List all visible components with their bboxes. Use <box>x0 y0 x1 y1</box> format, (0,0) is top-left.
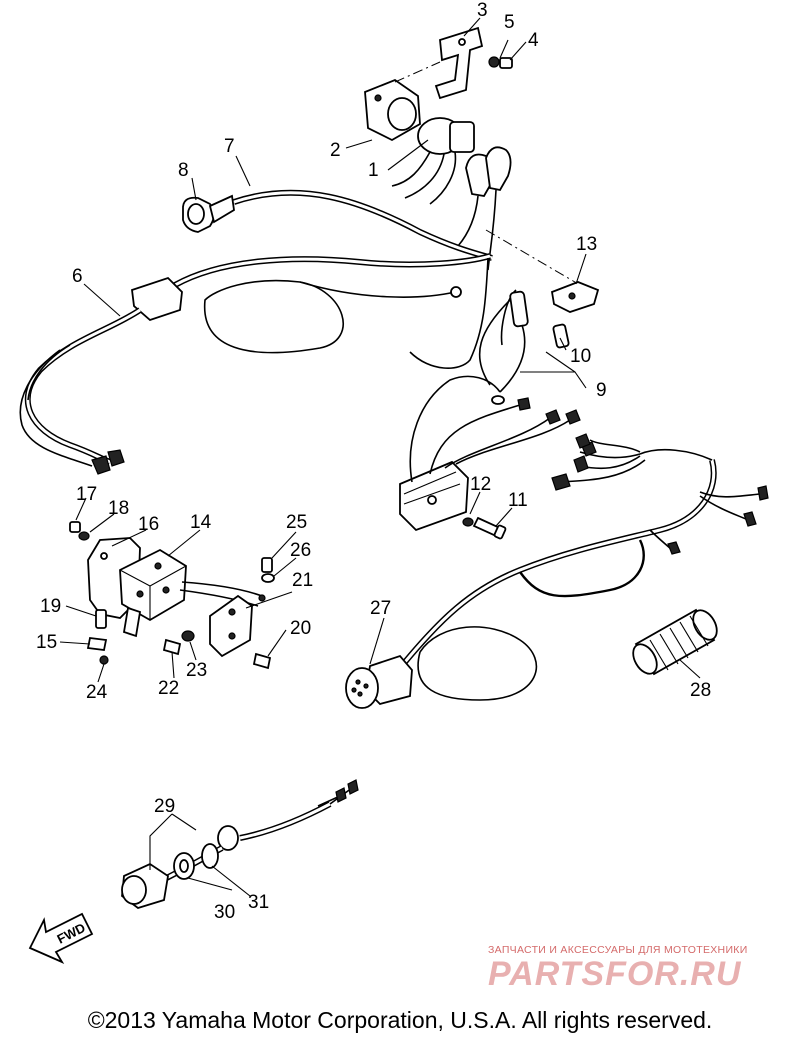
rectifier-regulator <box>399 375 581 532</box>
starter-relay-part-1 <box>391 117 475 205</box>
screw-part-11 <box>472 516 507 540</box>
bracket-part-3 <box>434 26 484 100</box>
clamp-part-8 <box>182 194 235 233</box>
washer-part-23 <box>181 630 195 642</box>
bolt-part-19 <box>95 609 107 629</box>
callout-15: 15 <box>36 632 57 653</box>
battery-cable-part-7 <box>233 189 493 261</box>
fwd-arrow-icon: FWD <box>28 912 94 964</box>
grommet-part-31 <box>201 843 219 869</box>
screw-part-17 <box>69 521 81 533</box>
callout-26: 26 <box>290 540 311 561</box>
callout-31: 31 <box>248 892 269 913</box>
callout-27: 27 <box>370 598 391 619</box>
callout-14: 14 <box>190 512 212 533</box>
callout-labels: 1 2 3 4 5 6 7 8 9 10 11 12 13 14 15 16 1… <box>36 0 711 923</box>
battery-cable-caps <box>457 146 512 271</box>
callout-12: 12 <box>470 474 491 495</box>
callout-6: 6 <box>72 266 83 287</box>
callout-7: 7 <box>224 136 235 157</box>
callout-23: 23 <box>186 660 207 681</box>
main-harness-part-27 <box>345 433 769 709</box>
callout-17: 17 <box>76 484 97 505</box>
callout-20: 20 <box>290 618 311 639</box>
screw-part-22 <box>162 638 182 656</box>
nut-part-30 <box>173 852 195 880</box>
callout-5: 5 <box>504 12 515 33</box>
callout-leaders <box>59 17 701 897</box>
reference-line <box>485 229 581 286</box>
bolt-part-4 <box>499 57 513 69</box>
sleeve-part-28 <box>632 608 718 676</box>
watermark-logo: PARTSFOR.RU <box>488 955 742 993</box>
washer-part-18 <box>78 531 90 541</box>
watermark-tagline: ЗАПЧАСТИ И АКСЕССУАРЫ ДЛЯ МОТОТЕХНИКИ <box>488 944 748 956</box>
relay-unit-part-14 <box>119 548 266 638</box>
fuse-holder-part-9 <box>478 289 529 405</box>
callout-29: 29 <box>154 796 175 817</box>
callout-30: 30 <box>214 902 235 923</box>
callout-11: 11 <box>508 490 528 511</box>
callout-21: 21 <box>292 570 313 591</box>
callout-16: 16 <box>138 514 159 535</box>
callout-28: 28 <box>690 680 711 701</box>
callout-10: 10 <box>570 346 591 367</box>
bolt-part-15 <box>86 637 108 651</box>
main-harness-part-6 <box>19 253 491 475</box>
relay-holder-part-2 <box>364 78 421 142</box>
nut-part-24 <box>99 655 109 665</box>
callout-24: 24 <box>86 682 108 703</box>
callout-1: 1 <box>368 160 379 181</box>
watermark: ЗАПЧАСТИ И АКСЕССУАРЫ ДЛЯ МОТОТЕХНИКИ PA… <box>488 944 788 992</box>
washer-part-12 <box>462 517 474 527</box>
callout-25: 25 <box>286 512 307 533</box>
copyright-notice: ©2013 Yamaha Motor Corporation, U.S.A. A… <box>87 1007 713 1033</box>
fuse-part-10 <box>552 323 570 349</box>
bolt-part-25 <box>261 557 273 573</box>
callout-3: 3 <box>477 0 488 21</box>
callout-4: 4 <box>528 30 539 51</box>
screw-part-20 <box>252 652 272 670</box>
callout-13: 13 <box>576 234 597 255</box>
callout-22: 22 <box>158 678 179 699</box>
callout-9: 9 <box>596 380 607 401</box>
callout-18: 18 <box>108 498 129 519</box>
holder-part-13 <box>550 281 600 313</box>
callout-8: 8 <box>178 160 189 181</box>
callout-19: 19 <box>40 596 61 617</box>
plate-part-21 <box>209 594 253 658</box>
callout-2: 2 <box>330 140 341 161</box>
reference-line <box>394 61 441 83</box>
washer-part-26 <box>261 573 275 583</box>
washer-part-5 <box>488 56 500 68</box>
